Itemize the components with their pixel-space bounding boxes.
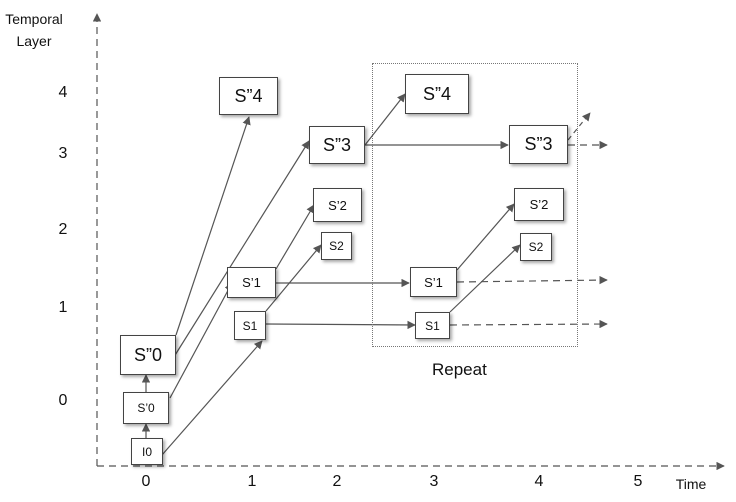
node-s3-dprime-t4: S”3 bbox=[509, 125, 568, 164]
edge-s1-s1 bbox=[265, 320, 416, 330]
node-s0-dprime: S”0 bbox=[120, 335, 176, 375]
y-tick-2: 2 bbox=[58, 221, 68, 238]
y-tick-1: 1 bbox=[58, 299, 68, 316]
node-i0: I0 bbox=[131, 438, 163, 465]
edge-s1prime-s2prime bbox=[275, 204, 315, 270]
node-s4-dprime-t3: S”4 bbox=[405, 74, 469, 114]
node-s2-prime-t4: S’2 bbox=[514, 188, 564, 221]
y-tick-3: 3 bbox=[58, 145, 68, 162]
repeat-region bbox=[372, 63, 578, 347]
node-s4-dprime-t1: S”4 bbox=[219, 77, 278, 115]
x-tick-0: 0 bbox=[141, 473, 151, 490]
edge-s0prime-s1prime bbox=[169, 282, 233, 399]
node-s2-t4: S2 bbox=[520, 233, 552, 261]
edge-s3dprime-s4dprime bbox=[364, 93, 406, 146]
edge-s1-s2 bbox=[265, 244, 322, 312]
edge-s0dprime-s3dprime bbox=[171, 140, 310, 361]
y-axis-title: Temporal Layer bbox=[2, 8, 66, 52]
node-s1-t1: S1 bbox=[234, 311, 266, 340]
node-s1-prime-t1: S’1 bbox=[227, 267, 276, 298]
x-tick-1: 1 bbox=[247, 473, 257, 490]
x-tick-3: 3 bbox=[429, 473, 439, 490]
node-s3-dprime-t2: S”3 bbox=[309, 126, 365, 164]
edge-s0dprime-s4dprime bbox=[175, 116, 251, 336]
node-s2-t2: S2 bbox=[321, 232, 352, 260]
x-tick-5: 5 bbox=[633, 473, 643, 490]
dashed-continue-1 bbox=[456, 275, 608, 285]
node-s2-prime-t2: S’2 bbox=[313, 188, 362, 222]
edge-i0-s1 bbox=[161, 340, 263, 456]
edge-s1-s2-t4 bbox=[449, 244, 521, 313]
repeat-label: Repeat bbox=[432, 360, 487, 379]
x-axis-title: Time bbox=[675, 476, 707, 492]
y-tick-0: 0 bbox=[58, 392, 68, 409]
node-s1-t3: S1 bbox=[415, 312, 450, 339]
dashed-continue-4 bbox=[567, 112, 591, 141]
y-tick-4: 4 bbox=[58, 84, 68, 101]
dashed-continue-2 bbox=[449, 319, 608, 329]
y-axis-title-text: Temporal Layer bbox=[5, 11, 63, 49]
edge-s1prime-s2prime-t4 bbox=[456, 203, 515, 271]
node-s0-prime: S’0 bbox=[123, 392, 169, 424]
x-tick-4: 4 bbox=[534, 473, 544, 490]
node-s1-prime-t3: S’1 bbox=[410, 267, 457, 297]
x-tick-2: 2 bbox=[332, 473, 342, 490]
